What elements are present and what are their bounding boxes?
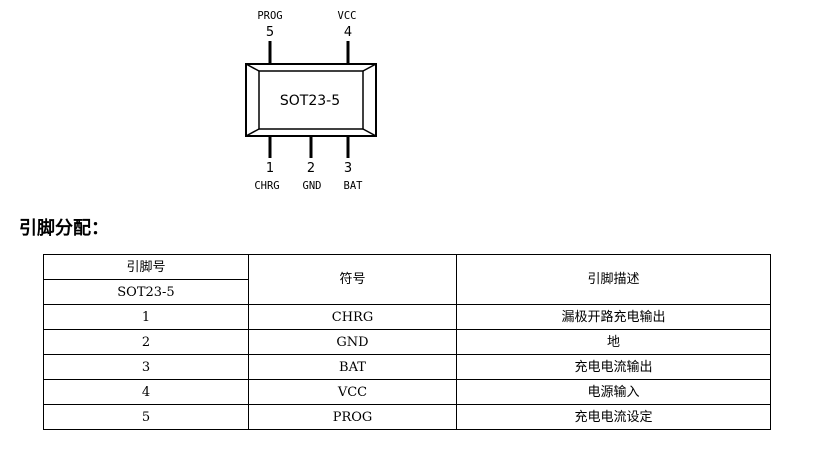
cell-pin: 4 <box>43 379 249 405</box>
table-row: 1 CHRG 漏极开路充电输出 <box>43 304 771 330</box>
cell-description: 充电电流输出 <box>456 354 771 380</box>
pin-3-number: 3 <box>344 161 352 176</box>
pin-5-name: PROG <box>257 10 282 22</box>
pin-1-number: 1 <box>266 161 274 176</box>
table-row: 3 BAT 充电电流输出 <box>43 354 771 380</box>
table-header-row: 引脚号 符号 引脚描述 <box>43 254 771 305</box>
header-package: SOT23-5 <box>43 279 249 305</box>
cell-symbol: GND <box>248 329 457 355</box>
pin-2-number: 2 <box>307 161 315 176</box>
header-description: 引脚描述 <box>456 254 771 305</box>
section-heading: 引脚分配： <box>19 218 109 239</box>
header-symbol: 符号 <box>248 254 457 305</box>
cell-description: 地 <box>456 329 771 355</box>
cell-symbol: CHRG <box>248 304 457 330</box>
pin-3-name: BAT <box>344 180 364 192</box>
cell-symbol: VCC <box>248 379 457 405</box>
sot23-5-package <box>245 63 377 137</box>
table-row: 4 VCC 电源输入 <box>43 379 771 405</box>
pin-2-name: GND <box>303 180 322 192</box>
cell-description: 充电电流设定 <box>456 404 771 430</box>
cell-symbol: PROG <box>248 404 457 430</box>
cell-pin: 5 <box>43 404 249 430</box>
table-row: 5 PROG 充电电流设定 <box>43 404 771 430</box>
pin-4-number: 4 <box>344 25 352 40</box>
cell-description: 电源输入 <box>456 379 771 405</box>
pin-diagram: PROG 5 VCC 4 SOT23-5 1 2 3 CHRG GND BAT <box>245 10 377 192</box>
pin-4-name: VCC <box>338 10 357 22</box>
header-pin-number: 引脚号 <box>43 254 249 280</box>
pin-5-number: 5 <box>266 25 274 40</box>
cell-description: 漏极开路充电输出 <box>456 304 771 330</box>
cell-pin: 1 <box>43 304 249 330</box>
cell-pin: 3 <box>43 354 249 380</box>
pin-table: 引脚号 符号 引脚描述 SOT23-5 1 CHRG 漏极开路充电输出 2 GN… <box>43 254 771 430</box>
table-header-row: SOT23-5 <box>43 279 771 305</box>
table-row: 2 GND 地 <box>43 329 771 355</box>
pin-1-name: CHRG <box>254 180 279 192</box>
package-label: SOT23-5 <box>280 93 340 109</box>
cell-symbol: BAT <box>248 354 457 380</box>
cell-pin: 2 <box>43 329 249 355</box>
